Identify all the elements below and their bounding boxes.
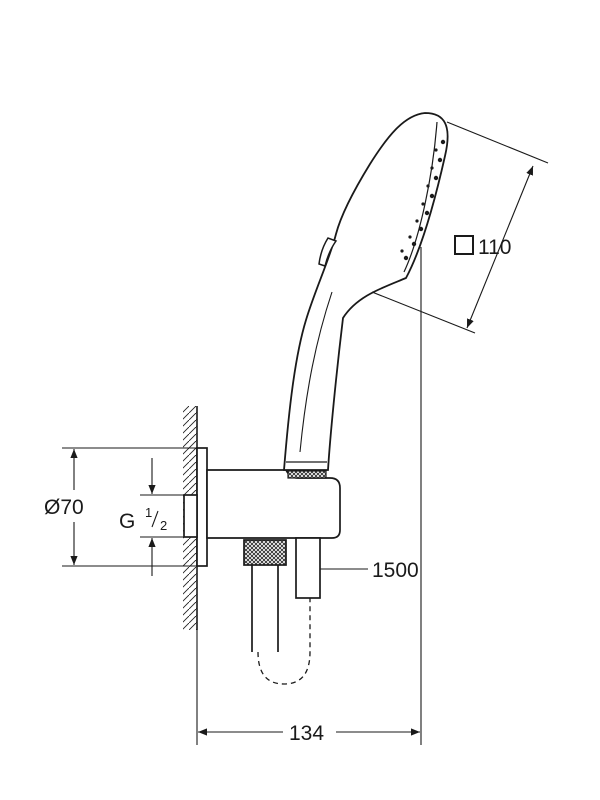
handle-knurl-band: [287, 470, 327, 479]
spray-nozzles: [400, 139, 446, 261]
dimension-line-head: [466, 165, 534, 329]
thread-numerator: 1: [145, 505, 152, 520]
extension-line-head-top: [446, 121, 549, 164]
wall-flange: [196, 447, 208, 567]
thread-fraction-slash: [151, 510, 159, 528]
hand-shower: [283, 112, 449, 479]
thread-denominator: 2: [160, 518, 167, 533]
hose: [243, 537, 321, 685]
spray-mode-button: [318, 237, 338, 267]
spray-face-line: [403, 121, 438, 273]
hose-loop-hidden: [257, 598, 311, 685]
diameter-symbol: Ø: [44, 496, 60, 519]
holder-body: [206, 469, 341, 539]
handle-inner-line: [299, 291, 333, 453]
diameter-label: Ø70: [44, 496, 84, 519]
head-size-label: 110: [478, 236, 511, 259]
thread-letter: G: [119, 510, 135, 533]
hose-left-section: [251, 565, 279, 652]
shower-outline: [283, 112, 449, 471]
dimension-diameter: [62, 447, 197, 567]
hose-sleeve-right: [295, 537, 321, 599]
threaded-connection: [183, 494, 198, 538]
dimension-head: [371, 121, 549, 334]
projection-label: 134: [289, 722, 324, 745]
diameter-value: 70: [60, 496, 83, 519]
hose-length-label: 1500: [372, 559, 419, 582]
wall-outlet: [183, 447, 341, 567]
extension-line-head-bottom: [371, 291, 476, 334]
hose-nut-knurled: [243, 539, 287, 566]
dimension-thread: [140, 458, 184, 576]
square-symbol-icon: [454, 235, 474, 255]
dimension-projection: [196, 247, 422, 745]
